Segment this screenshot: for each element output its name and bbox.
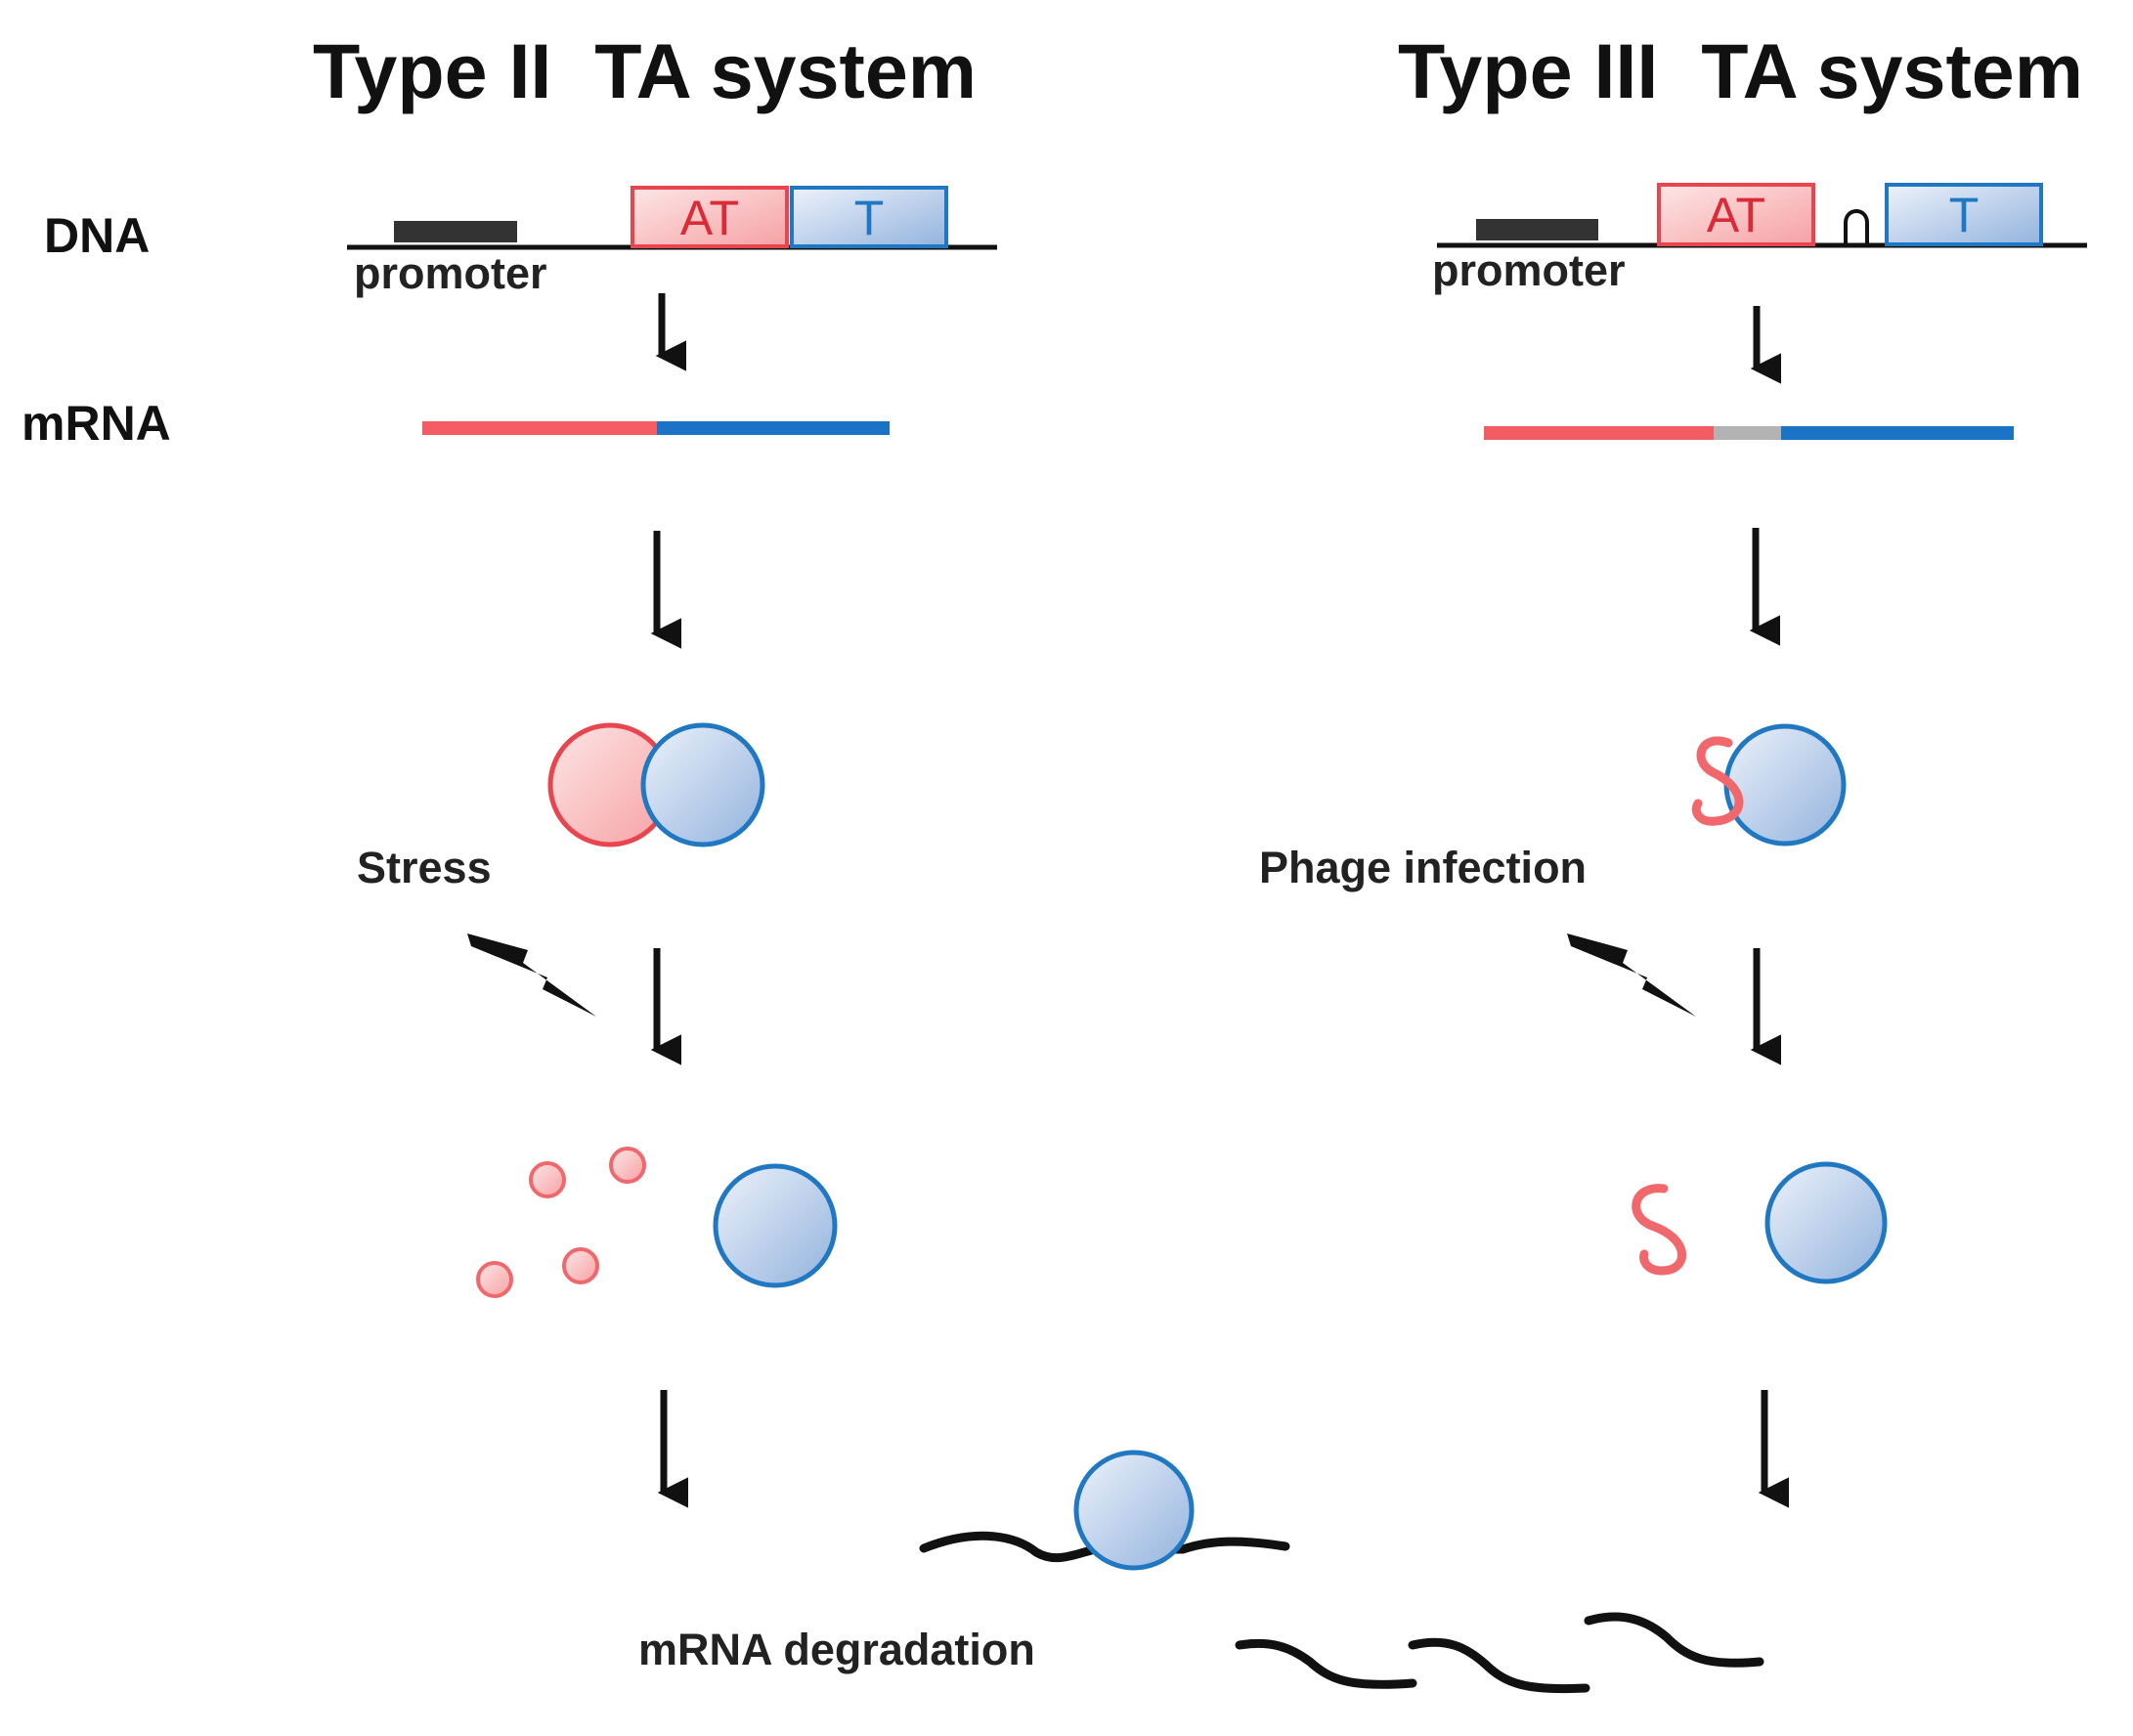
row-label-dna: DNA — [44, 208, 150, 263]
left-promoter-label: promoter — [354, 248, 547, 298]
terminator-hairpin-icon — [1844, 209, 1869, 243]
cleaved-mrna-fragment — [1408, 1637, 1590, 1694]
left-degraded-antitoxin — [476, 1147, 646, 1298]
cleaved-mrna-fragment — [1584, 1612, 1764, 1668]
antitoxin-fragment — [562, 1247, 599, 1284]
right-lightning-icon — [1567, 933, 1696, 1017]
title-type-ii: Type II TA system — [313, 27, 977, 114]
right-free-toxin-protein — [1764, 1161, 1888, 1284]
stress-label: Stress — [357, 843, 492, 892]
bound-toxin-protein — [1073, 1450, 1195, 1571]
right-promoter-label: promoter — [1432, 245, 1626, 295]
right-dna-construct: AT T promoter — [1432, 183, 2087, 295]
row-label-mrna: mRNA — [22, 396, 171, 451]
right-toxin-gene-label: T — [1949, 188, 1980, 242]
left-antitoxin-gene-label: AT — [680, 191, 739, 245]
left-toxin-gene — [790, 186, 948, 248]
right-ta-complex — [1691, 723, 1847, 846]
flow-arrows — [650, 293, 1790, 1508]
right-promoter-block — [1476, 219, 1598, 240]
right-antitoxin-gene-label: AT — [1707, 188, 1765, 242]
left-dna-construct: AT T promoter — [347, 186, 997, 298]
antitoxin-fragment — [609, 1147, 646, 1184]
left-toxin-protein — [640, 722, 765, 847]
cleaved-mrna-fragment — [1235, 1638, 1417, 1689]
title-type-iii: Type III TA system — [1398, 27, 2083, 114]
antitoxin-fragment — [529, 1161, 566, 1198]
antitoxin-fragment — [476, 1261, 513, 1298]
target-mrna-strand — [919, 1531, 1290, 1563]
left-promoter-block — [394, 221, 517, 242]
right-antitoxin-gene — [1657, 183, 1815, 246]
phage-infection-label: Phage infection — [1259, 843, 1587, 892]
left-toxin-gene-label: T — [854, 191, 885, 245]
right-toxin-gene — [1885, 183, 2043, 246]
right-free-antitoxin-rna — [1632, 1184, 1687, 1276]
left-antitoxin-gene — [631, 186, 789, 248]
mrna-degradation-illustration — [919, 1450, 1764, 1694]
mrna-degradation-label: mRNA degradation — [638, 1625, 1035, 1674]
left-free-toxin-protein — [713, 1163, 838, 1288]
right-toxin-protein-bound — [1723, 723, 1847, 846]
left-ta-complex — [547, 722, 765, 847]
right-antitoxin-rna-bound — [1691, 736, 1744, 826]
left-lightning-icon — [467, 933, 596, 1017]
